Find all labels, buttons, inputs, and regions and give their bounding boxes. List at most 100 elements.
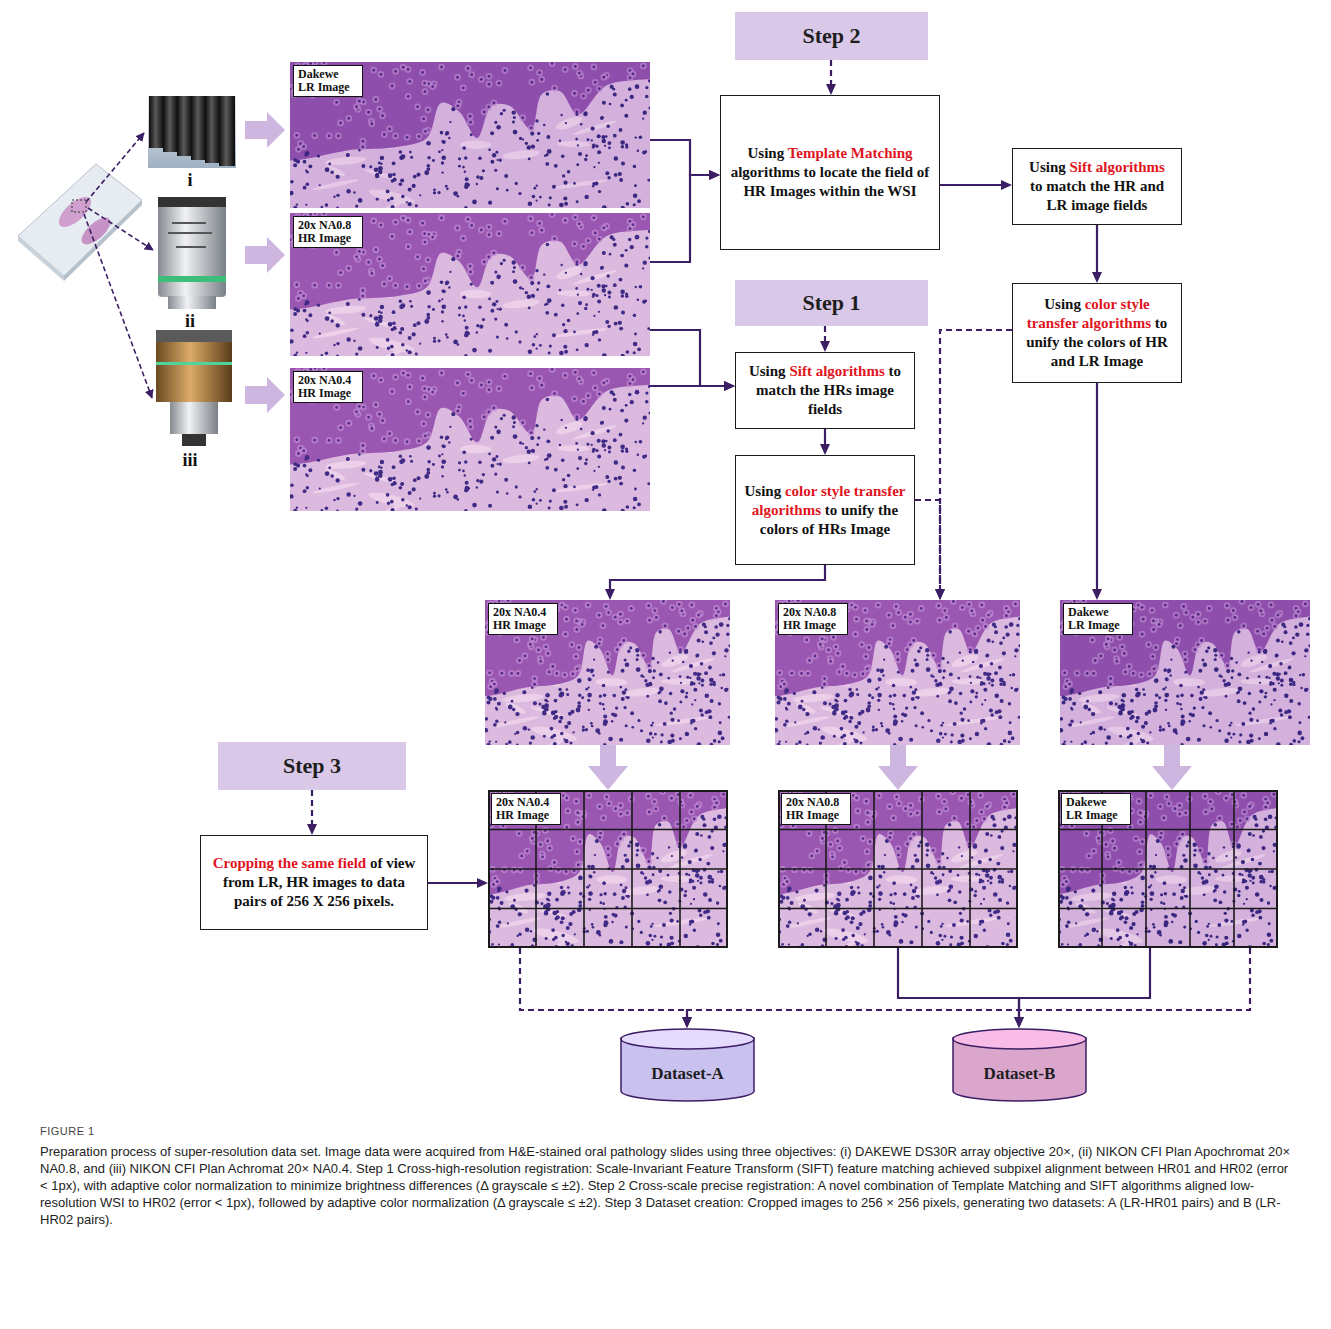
epithelial-cell xyxy=(543,643,550,650)
cell-nucleus xyxy=(580,273,582,275)
cell-nucleus xyxy=(426,164,430,168)
epithelial-cell xyxy=(689,617,696,624)
cell-nucleus xyxy=(536,333,538,335)
cell-nucleus xyxy=(426,468,430,472)
epithelial-cell xyxy=(549,213,556,218)
cell-nucleus xyxy=(603,722,607,726)
cell-nucleus xyxy=(393,178,397,182)
cell-nucleus xyxy=(346,189,350,193)
cell-nucleus xyxy=(485,626,487,629)
cell-nucleus xyxy=(603,743,607,745)
cell-nucleus xyxy=(381,419,384,422)
epithelial-cell xyxy=(572,214,579,221)
cell-nucleus xyxy=(561,303,565,307)
cell-nucleus xyxy=(399,331,403,335)
cell-nucleus xyxy=(598,311,600,313)
epithelial-cell xyxy=(576,220,583,227)
epithelial-cell xyxy=(528,429,535,436)
cell-nucleus xyxy=(549,196,552,199)
cell-nucleus xyxy=(546,243,550,247)
cell-nucleus xyxy=(564,374,567,377)
cell-nucleus xyxy=(592,674,594,676)
tissue-image: 20x NA0.8 HR Image xyxy=(775,600,1020,745)
epithelial-cell xyxy=(422,239,429,246)
cell-nucleus xyxy=(378,470,383,475)
cell-nucleus xyxy=(346,302,350,306)
cell-nucleus xyxy=(619,738,623,742)
cell-nucleus xyxy=(602,226,605,229)
cell-nucleus xyxy=(554,164,558,168)
cell-nucleus xyxy=(488,740,490,742)
epithelial-cell xyxy=(405,66,412,73)
cell-nucleus xyxy=(394,284,397,287)
cell-nucleus xyxy=(605,475,609,479)
epithelial-cell xyxy=(592,79,599,86)
collagen-streak xyxy=(378,200,403,208)
cell-nucleus xyxy=(305,507,307,509)
image-label: 20x NA0.4 HR Image xyxy=(488,603,558,635)
cell-nucleus xyxy=(462,86,465,89)
achromat-objective xyxy=(156,342,232,402)
cell-nucleus xyxy=(424,319,429,324)
epithelial-cell xyxy=(359,293,366,300)
epithelial-cell xyxy=(425,256,432,263)
cell-nucleus xyxy=(361,145,364,148)
cell-nucleus xyxy=(427,413,430,416)
epithelial-cell xyxy=(365,259,372,266)
cell-nucleus xyxy=(552,333,556,337)
cell-nucleus xyxy=(438,455,441,458)
cell-nucleus xyxy=(606,274,609,277)
cell-nucleus xyxy=(559,139,562,142)
cell-nucleus xyxy=(682,661,684,663)
cell-nucleus xyxy=(678,603,681,606)
epithelial-cell xyxy=(568,641,575,648)
cell-nucleus xyxy=(390,500,394,504)
dashed-pointer xyxy=(84,133,153,398)
cell-nucleus xyxy=(408,386,411,389)
collagen-streak xyxy=(553,178,608,190)
cell-nucleus xyxy=(394,135,397,138)
epithelial-cell xyxy=(604,656,611,663)
collagen-streak xyxy=(378,348,403,356)
epithelial-cell xyxy=(685,625,692,632)
cell-nucleus xyxy=(499,159,502,162)
cell-nucleus xyxy=(648,230,650,233)
epithelial-cell xyxy=(421,80,428,87)
cell-nucleus xyxy=(585,154,588,157)
cell-nucleus xyxy=(606,652,609,655)
cell-nucleus xyxy=(619,643,622,646)
dashed-pointer xyxy=(88,208,153,250)
epithelial-cell xyxy=(392,219,399,226)
cell-nucleus xyxy=(689,677,691,679)
epithelial-cell xyxy=(419,375,426,382)
cell-nucleus xyxy=(530,436,534,440)
cell-nucleus xyxy=(624,114,628,118)
cell-nucleus xyxy=(564,739,568,743)
cell-nucleus xyxy=(325,351,329,355)
cell-nucleus xyxy=(580,123,582,125)
cell-nucleus xyxy=(585,303,588,306)
cell-nucleus xyxy=(633,351,636,354)
cell-nucleus xyxy=(441,161,444,164)
cell-nucleus xyxy=(547,453,552,458)
cell-nucleus xyxy=(370,122,373,125)
cell-nucleus xyxy=(642,215,645,218)
cell-nucleus xyxy=(325,203,329,207)
epithelial-cell xyxy=(460,390,467,397)
cell-nucleus xyxy=(336,355,339,356)
cell-nucleus xyxy=(620,290,625,295)
cell-nucleus xyxy=(492,101,495,104)
cell-nucleus xyxy=(551,62,554,65)
epithelial-cell xyxy=(549,663,556,670)
cell-nucleus xyxy=(488,381,491,384)
cell-nucleus xyxy=(635,136,637,138)
epithelial-cell xyxy=(585,87,592,94)
cell-nucleus xyxy=(358,501,363,506)
epithelial-cell xyxy=(465,371,472,378)
cell-nucleus xyxy=(467,218,470,221)
cell-nucleus xyxy=(607,611,610,614)
cell-nucleus xyxy=(293,467,297,471)
cell-nucleus xyxy=(336,478,340,482)
cell-nucleus xyxy=(525,291,528,294)
